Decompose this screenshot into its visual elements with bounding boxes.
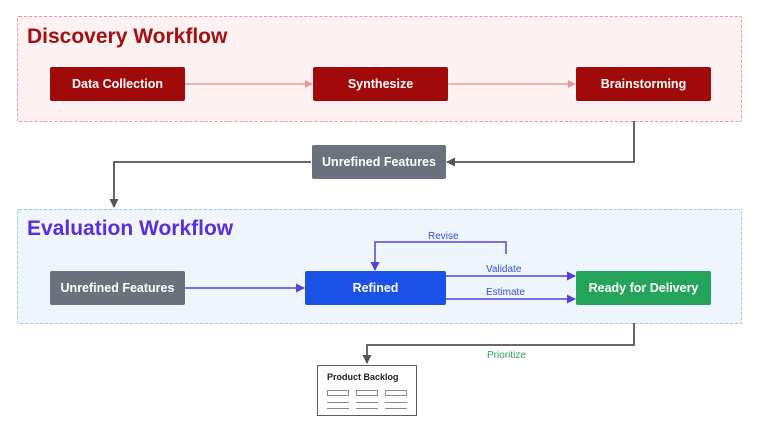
edge-label-validate: Validate (486, 264, 522, 275)
edge-label-revise: Revise (428, 231, 459, 242)
backlog-line (356, 402, 378, 403)
node-data-collection[interactable]: Data Collection (50, 67, 185, 101)
node-brainstorming[interactable]: Brainstorming (576, 67, 711, 101)
backlog-line (385, 408, 407, 409)
node-unrefined-features-intermediate[interactable]: Unrefined Features (312, 145, 446, 179)
backlog-line (385, 402, 407, 403)
arrow-ready-to-backlog (362, 323, 635, 364)
node-synthesize[interactable]: Synthesize (313, 67, 448, 101)
arrow-unrefined-to-evaluation (109, 161, 311, 208)
backlog-line (327, 402, 349, 403)
edge-label-prioritize: Prioritize (487, 350, 526, 361)
backlog-cell (327, 390, 349, 396)
arrow-revise-loop (370, 241, 507, 271)
node-ready-for-delivery[interactable]: Ready for Delivery (576, 271, 711, 305)
discovery-workflow-title: Discovery Workflow (27, 25, 228, 48)
evaluation-workflow-title: Evaluation Workflow (27, 217, 234, 240)
product-backlog-card[interactable]: Product Backlog (317, 365, 417, 416)
backlog-line (356, 408, 378, 409)
node-refined[interactable]: Refined (305, 271, 446, 305)
backlog-line (327, 408, 349, 409)
node-unrefined-features[interactable]: Unrefined Features (50, 271, 185, 305)
product-backlog-title: Product Backlog (327, 372, 399, 382)
backlog-cell (385, 390, 407, 396)
edge-label-estimate: Estimate (486, 287, 525, 298)
backlog-cell (356, 390, 378, 396)
arrow-brainstorming-to-unrefined (446, 121, 635, 167)
